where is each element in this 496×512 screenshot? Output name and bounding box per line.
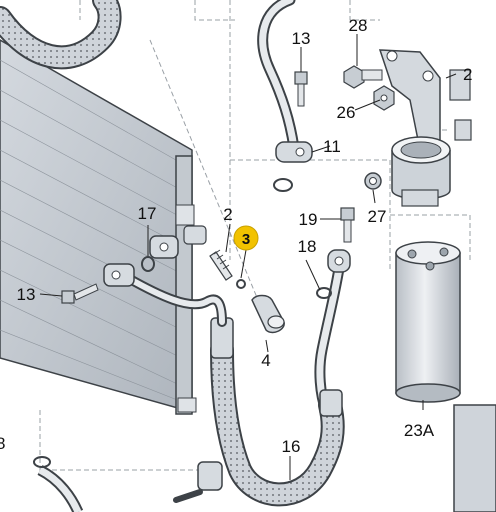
condenser-outlet-pipe	[103, 263, 227, 327]
label-27: 27	[368, 207, 387, 226]
upper-braided-hose	[0, 0, 122, 70]
label-18: 18	[298, 237, 317, 256]
leader-lines	[39, 34, 457, 480]
highlight-badge	[233, 225, 259, 251]
braided-hose-16	[210, 317, 345, 507]
bottom-fittings	[33, 404, 496, 512]
dryer-bracket	[378, 49, 472, 141]
label-28: 28	[349, 16, 368, 35]
ring-17	[141, 235, 179, 272]
dryer-clamp	[391, 136, 451, 207]
label-8-edge: 8	[0, 434, 5, 453]
label-13-left: 13	[17, 285, 36, 304]
label-17: 17	[138, 204, 157, 223]
label-13-top: 13	[292, 29, 311, 48]
label-19: 19	[299, 210, 318, 229]
cap-4	[251, 294, 285, 334]
bolt-13-top	[294, 71, 308, 107]
bolt-13-left	[61, 283, 99, 304]
valve-2	[183, 225, 233, 281]
label-3: 3	[242, 231, 250, 248]
label-2-edge: 2	[463, 65, 472, 84]
bolt-28	[343, 65, 383, 89]
label-23a: 23A	[404, 421, 435, 440]
label-11: 11	[323, 137, 341, 156]
ring-27	[364, 172, 382, 190]
label-4: 4	[261, 351, 270, 370]
receiver-dryer-23a	[395, 241, 461, 403]
label-26: 26	[337, 103, 356, 122]
bolt-19	[340, 207, 355, 243]
label-2: 2	[223, 205, 232, 224]
nut-26	[373, 85, 395, 111]
condenser	[0, 39, 197, 415]
pipe-18	[314, 249, 351, 416]
o-ring-3	[236, 279, 246, 289]
pipe-11	[257, 0, 313, 192]
label-16: 16	[282, 437, 301, 456]
